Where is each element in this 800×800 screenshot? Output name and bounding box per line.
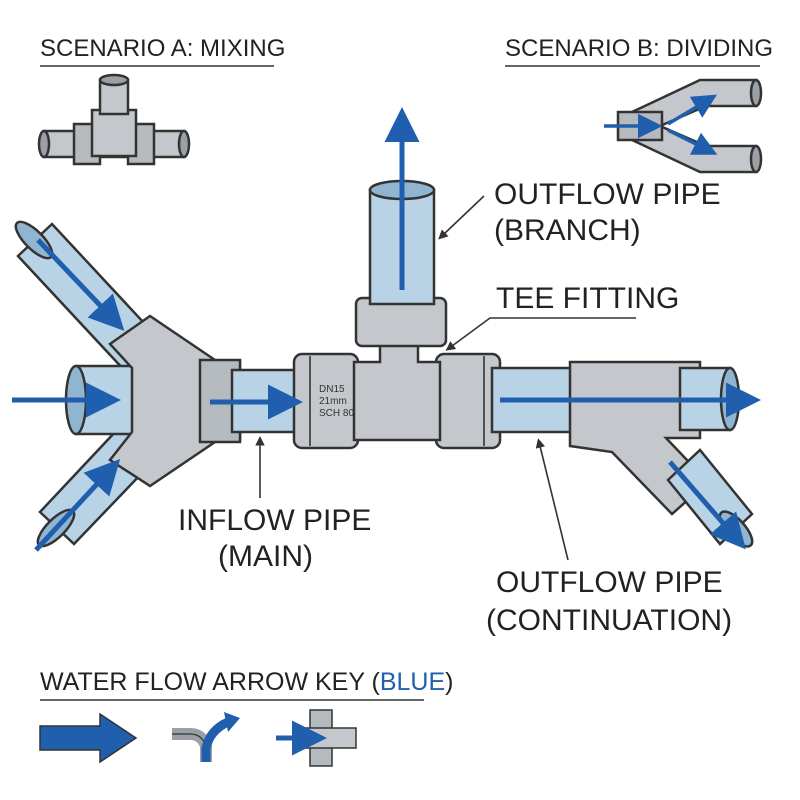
pipe-stamp-diameter: 21mm xyxy=(319,396,347,407)
label-outflow-cont-line2: (CONTINUATION) xyxy=(486,604,732,637)
key-title-highlight: BLUE xyxy=(380,668,445,696)
tee-right-socket xyxy=(434,352,502,450)
leader-outflow-continuation xyxy=(535,438,569,561)
key-title: WATER FLOW ARROW KEY (BLUE) xyxy=(40,668,453,696)
label-outflow-branch-line2: (BRANCH) xyxy=(494,214,641,247)
leader-tee-fitting xyxy=(445,317,636,351)
mini-split-arrow-down xyxy=(667,128,718,155)
straight-flow-arrow-icon xyxy=(39,712,138,764)
label-inflow-line2: (MAIN) xyxy=(218,540,313,573)
pipe-assembly: DN15 21mm SCH 80 xyxy=(14,179,754,548)
label-outflow-branch-line1: OUTFLOW PIPE xyxy=(494,178,721,211)
tee-fitting: DN15 21mm SCH 80 xyxy=(292,296,502,450)
tee-body xyxy=(352,338,442,442)
pipe-stamp-size: DN15 xyxy=(319,384,345,395)
flow-arrows xyxy=(12,107,761,552)
inflow-arrow-lower-left xyxy=(34,458,121,552)
label-outflow-cont-line1: OUTFLOW PIPE xyxy=(496,566,723,599)
flow-arrow-key: WATER FLOW ARROW KEY (BLUE) xyxy=(39,668,453,767)
scenario-b: SCENARIO B: DIVIDING xyxy=(505,35,773,174)
merging-flow-arrow-icon xyxy=(172,712,240,762)
outflow-arrow-lower-right xyxy=(668,460,746,550)
scenario-a-title: SCENARIO A: MIXING xyxy=(40,35,285,62)
leader-outflow-branch xyxy=(438,195,485,240)
callout-leaders xyxy=(255,195,636,561)
scenario-b-title: SCENARIO B: DIVIDING xyxy=(505,35,773,62)
inflow-arrow-upper-left xyxy=(36,238,125,331)
label-inflow-line1: INFLOW PIPE xyxy=(178,504,371,537)
mini-tee-icon xyxy=(37,73,191,166)
mini-wye-icon xyxy=(604,78,763,174)
pipe-stamp-schedule: SCH 80 xyxy=(319,408,354,419)
labels: OUTFLOW PIPE (BRANCH) TEE FITTING INFLOW… xyxy=(178,178,732,637)
scenario-a: SCENARIO A: MIXING xyxy=(37,35,285,166)
mini-split-arrow-up xyxy=(667,94,718,126)
key-title-suffix: ) xyxy=(445,668,453,696)
crossing-flow-arrow-icon xyxy=(276,709,357,767)
key-title-prefix: WATER FLOW ARROW KEY ( xyxy=(40,668,381,696)
label-tee-fitting: TEE FITTING xyxy=(496,282,679,315)
